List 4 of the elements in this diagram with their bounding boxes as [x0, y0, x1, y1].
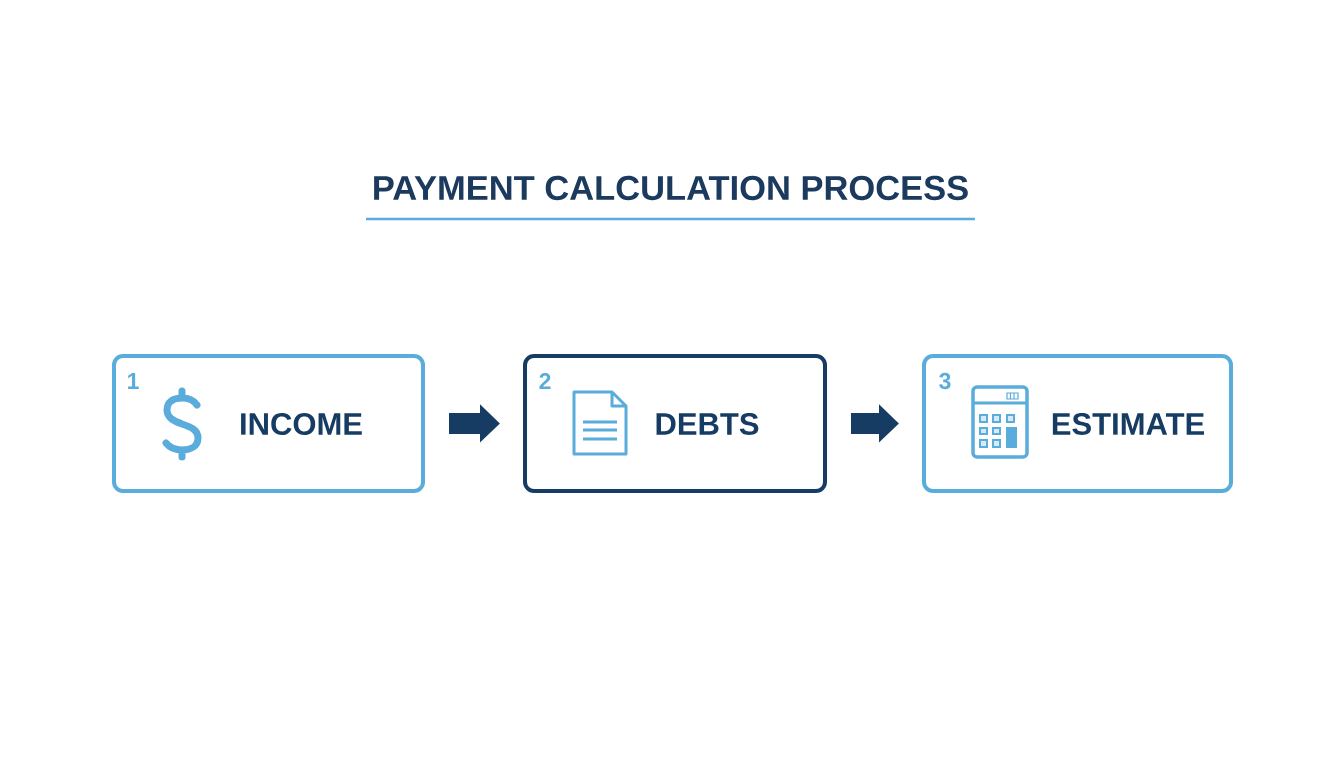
step-number: 3 [939, 372, 951, 390]
step-number: 2 [539, 372, 551, 390]
step-number: 1 [128, 373, 139, 389]
title: PAYMENT CALCULATION PROCESS [374, 175, 968, 201]
